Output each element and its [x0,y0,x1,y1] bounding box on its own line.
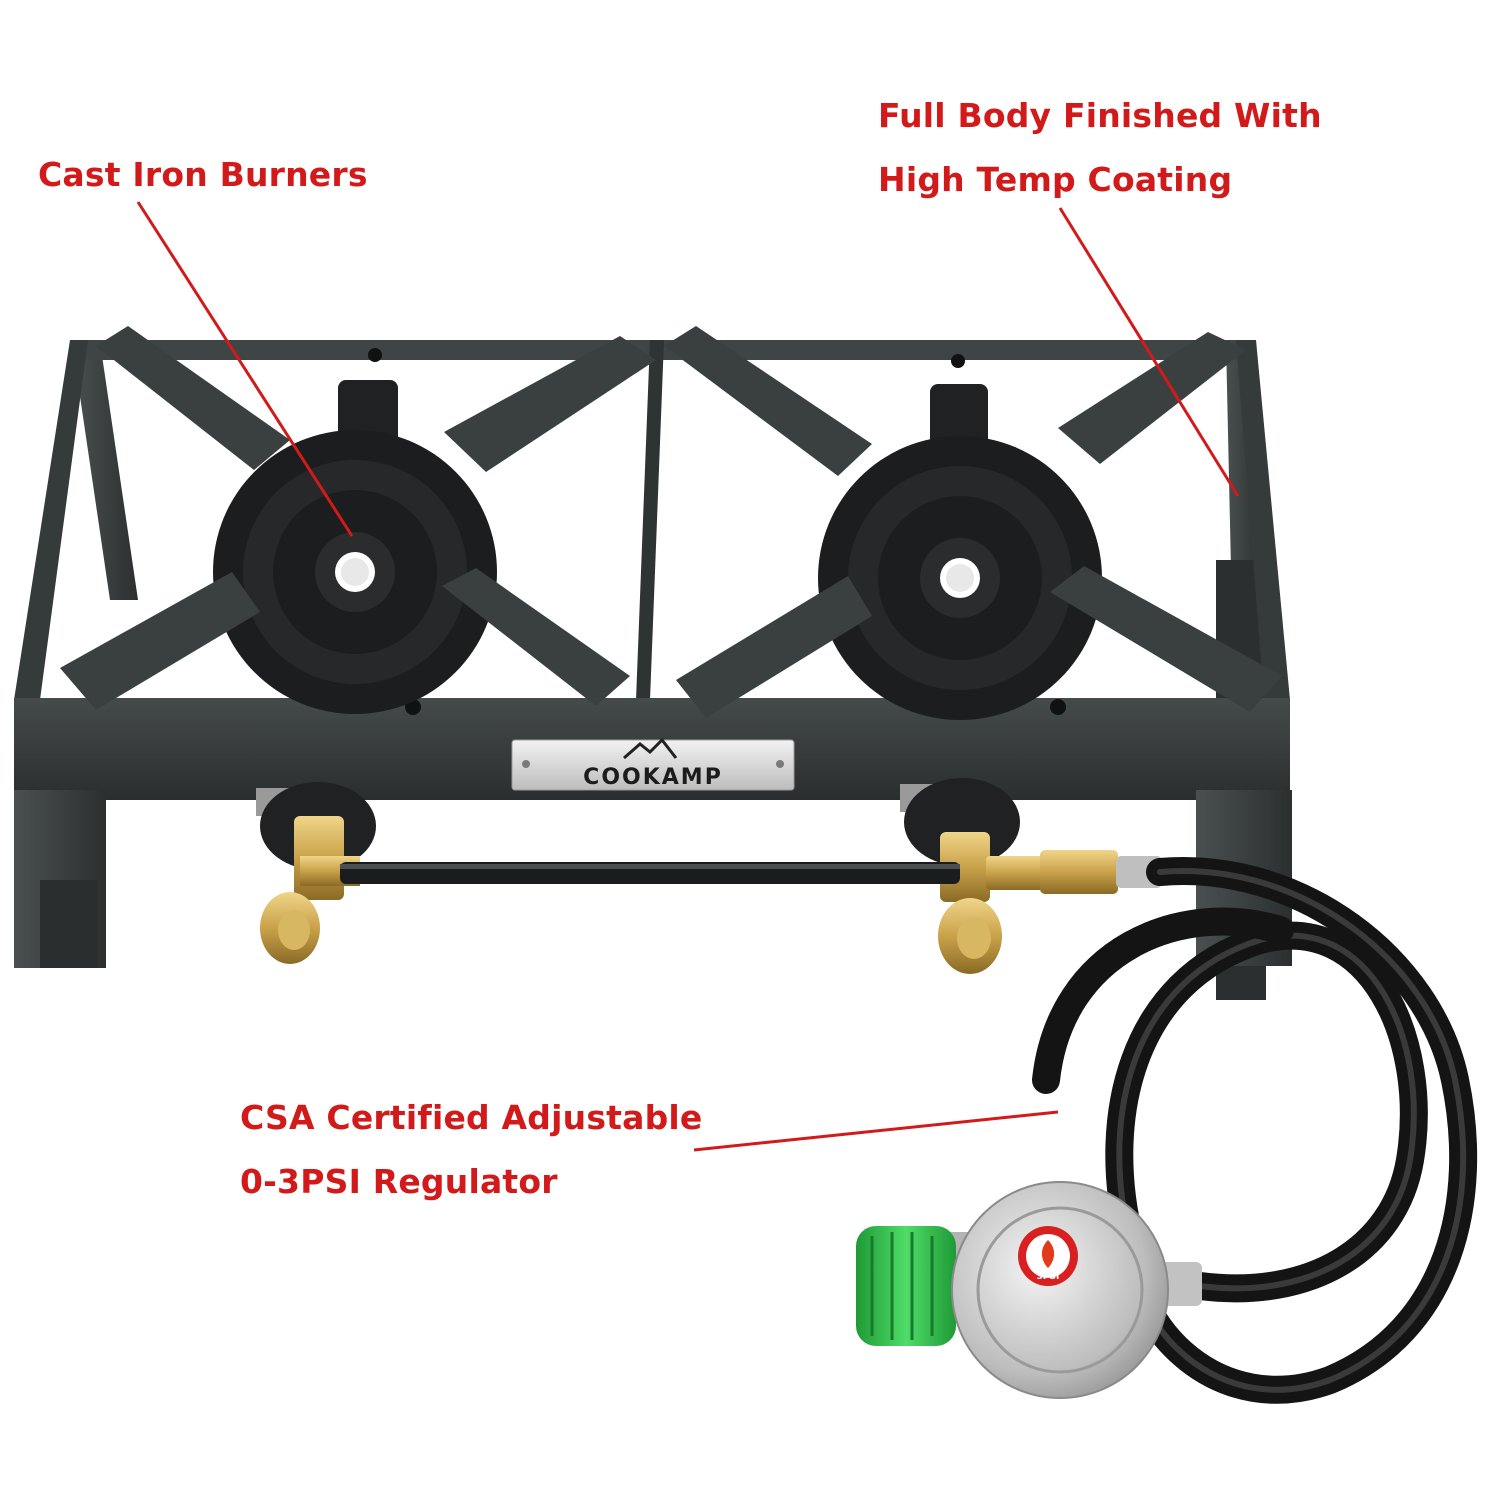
callout-text: Cast Iron Burners [38,155,368,194]
callout-cast-iron-burners: Cast Iron Burners [38,143,368,207]
right-valve [900,778,1020,974]
pan-support [676,576,872,718]
left-side-rail [14,340,88,700]
left-burner-area [60,326,656,714]
right-burner-area [664,326,1282,720]
regulator-psi-label: 3PSI [1037,1272,1060,1282]
screw [951,354,965,368]
brand-name: COOKAMP [583,765,723,790]
center-divider [636,340,664,700]
hose-nut [1040,850,1118,894]
callout-high-temp-coating: Full Body Finished With High Temp Coatin… [878,84,1322,212]
left-valve [256,782,376,964]
screw [368,348,382,362]
flame-icon [1041,1240,1055,1268]
callout-text: High Temp Coating [878,160,1233,199]
left-burner-ring [213,430,497,714]
regulator: 3PSI [856,1181,1169,1399]
screw [1050,699,1066,715]
pan-support [1058,332,1246,464]
callout-text: CSA Certified Adjustable [240,1098,703,1137]
pan-support [96,326,290,470]
back-left-leg [72,342,138,600]
gas-hose [1032,857,1478,1404]
callout-text: Full Body Finished With [878,96,1322,135]
pan-support [1050,566,1282,712]
pan-support [444,336,656,472]
brand-nameplate: COOKAMP [511,737,795,791]
hose-fitting [986,856,1046,890]
pan-support [664,326,872,476]
leader-line-regulator [693,1110,1059,1152]
right-side-rail [1236,340,1290,700]
leader-line-burners [136,201,354,537]
pan-support [442,568,630,706]
callout-regulator: CSA Certified Adjustable 0-3PSI Regulato… [240,1086,703,1214]
regulator-body [951,1181,1169,1399]
right-burner-ring [818,436,1102,720]
pan-support [60,572,260,710]
callout-text: 0-3PSI Regulator [240,1162,558,1201]
callout-leader-lines [136,201,1240,1152]
leader-line-coating [1058,207,1240,497]
mountain-logo-icon [623,737,678,760]
